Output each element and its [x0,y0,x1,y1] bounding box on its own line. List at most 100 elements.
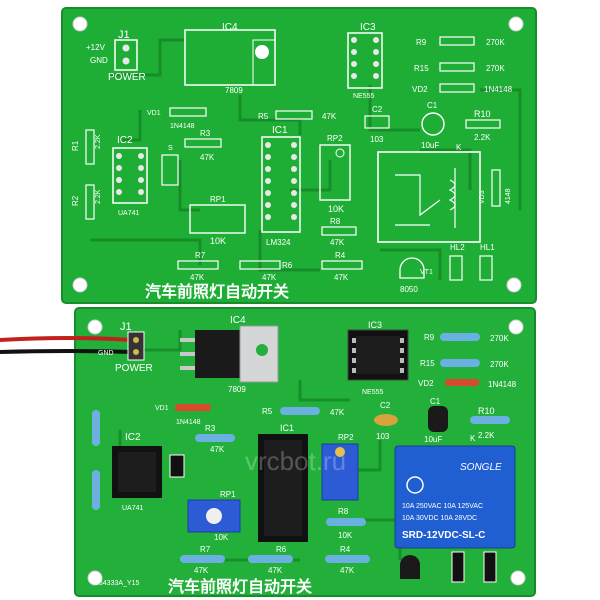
r8-value: 10K [338,531,353,540]
j1-power-label: POWER [115,363,153,374]
r9-ref: R9 [416,38,427,47]
r6-resistor [248,555,293,563]
c2-ref: C2 [380,401,391,410]
ic3-ref: IC3 [360,22,376,33]
s-jumper [169,454,185,478]
r7-ref: R7 [200,545,211,554]
pad [133,349,139,355]
rp1-footprint [189,204,246,234]
r15-ref: R15 [414,64,429,73]
r10-value: 2.2K [474,133,491,142]
ic2-footprint [112,147,148,204]
ic3-ref: IC3 [368,320,382,330]
vd3-value: 4148 [505,188,512,204]
j1-header [127,331,145,361]
vt1-ref: VT1 [420,269,433,276]
j1-pin2-label: GND [90,56,108,65]
ic2-pads [116,153,144,195]
r3-resistor [195,434,235,442]
r4-ref: R4 [335,251,346,260]
mount-hole [506,277,522,293]
hl1-ref: HL1 [480,243,495,252]
r1-ref: R1 [71,140,80,151]
rp2-value: 10K [328,204,344,214]
top-board-title: 汽车前照灯自动开关 [145,282,289,301]
ic3-part: NE555 [362,389,384,396]
r3-footprint [184,138,222,148]
j1-pin2-label: GND [98,350,114,357]
vd2-value: 1N4148 [484,85,513,94]
r1-footprint [85,129,95,165]
r7-value: 47K [190,273,205,282]
hl2-footprint [449,255,463,281]
vd1-ref: VD1 [155,405,169,412]
r4-ref: R4 [340,545,351,554]
power-wire-red [0,336,133,342]
r5-ref: R5 [262,407,273,416]
relay-logo-icon [406,476,424,494]
ic4-ref: IC4 [230,315,246,326]
ic2-part: UA741 [122,505,144,512]
r10-resistor [470,416,510,424]
ic2-ref: IC2 [125,432,141,443]
r5-resistor [280,407,320,415]
relay-model: SRD-12VDC-SL-C [402,530,485,541]
rp2-adjust-icon [335,148,345,158]
r2-footprint [85,184,95,220]
ic1-footprint [261,136,301,233]
r6-footprint [239,260,281,270]
c1-ref: C1 [430,397,441,406]
r3-value: 47K [200,153,215,162]
r8-resistor [326,518,366,526]
r6-ref: R6 [282,261,293,270]
top-board-substrate [61,7,537,304]
r5-value: 47K [330,408,345,417]
r6-value: 47K [268,566,283,575]
vt1-transistor [400,555,420,579]
r7-ref: R7 [195,251,206,260]
rp2-ref: RP2 [338,433,354,442]
c2-ref: C2 [372,105,383,114]
rp2-ref: RP2 [327,134,343,143]
ic4-part: 7809 [228,385,246,394]
mount-hole [72,277,88,293]
rp1-value: 10K [214,533,229,542]
c2-footprint [364,115,390,129]
r3-ref: R3 [200,129,211,138]
r8-ref: R8 [338,507,349,516]
j1-ref: J1 [120,321,132,333]
r2-value: 2.2K [95,189,102,204]
ic3-part: NE555 [353,93,375,100]
r5-value: 47K [322,112,337,121]
ic1-ref: IC1 [272,125,288,136]
c1-value: 10uF [421,141,439,150]
vd2-ref: VD2 [418,379,434,388]
relay-brand: SONGLE [460,462,502,473]
relay-rating-1: 10A 250VAC 10A 125VAC [402,503,483,510]
r9-resistor [440,333,480,341]
rp2-footprint [319,144,351,201]
ic1-chip [264,440,302,536]
r2-resistor [92,470,100,510]
c2-value: 103 [376,432,390,441]
vd1-value: 1N4148 [170,123,195,130]
relay-symbol [395,168,456,228]
relay-ref: K [470,434,476,443]
r9-value: 270K [490,334,509,343]
bottom-board: J1 GND POWER IC4 7809 IC3 NE555 R9 270K … [0,307,536,597]
vd2-value: 1N4148 [488,380,517,389]
r1-resistor [92,410,100,446]
ic3-pads [351,37,379,79]
r3-ref: R3 [205,424,216,433]
r10-ref: R10 [474,109,491,119]
rp2-trimmer [321,443,359,501]
vd1-ref: VD1 [147,110,161,117]
r15-ref: R15 [420,359,435,368]
watermark: vrcbot.ru [245,446,346,476]
ic4-ref: IC4 [222,22,238,33]
rp1-ref: RP1 [220,490,236,499]
vd2-footprint [439,83,475,93]
r15-footprint [439,62,475,72]
rp1-value: 10K [210,236,226,246]
